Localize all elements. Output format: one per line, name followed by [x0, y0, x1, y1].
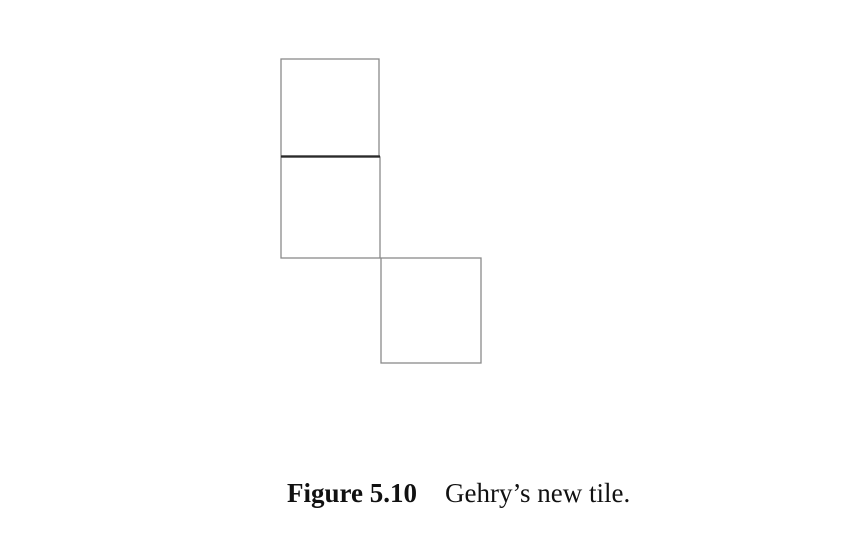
bottom-right-square — [380, 257, 482, 364]
gehry-tile-diagram — [280, 58, 482, 364]
middle-square — [280, 156, 381, 259]
figure-caption: Figure 5.10 Gehry’s new tile. — [287, 478, 630, 509]
caption-text: Gehry’s new tile. — [445, 478, 631, 508]
top-square — [280, 58, 380, 157]
figure-label: Figure 5.10 — [287, 478, 417, 508]
